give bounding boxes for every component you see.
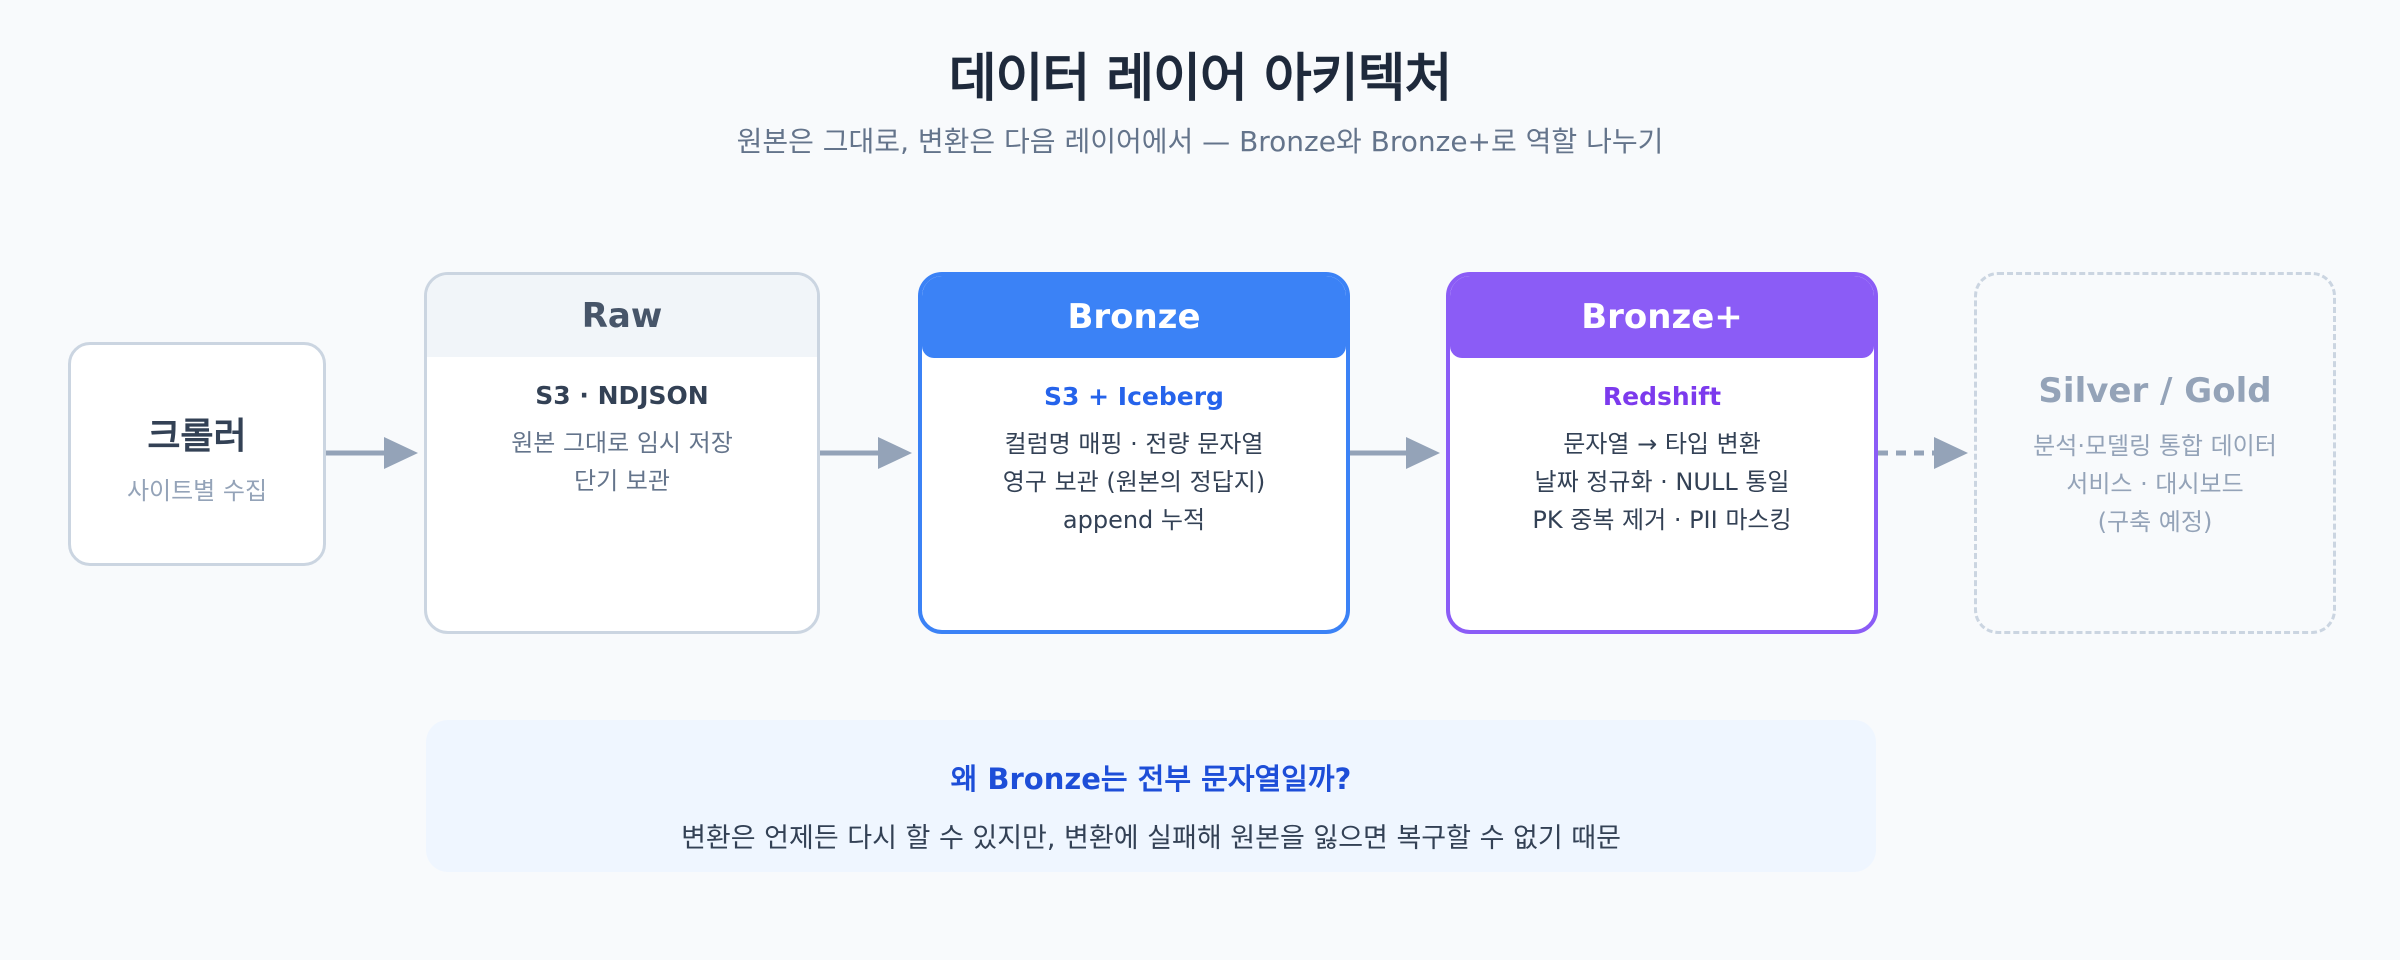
- bronze-layer-line: append 누적: [1062, 506, 1206, 534]
- raw-layer-line: 단기 보관: [574, 467, 670, 495]
- bronze-plus-layer-line: 날짜 정규화 · NULL 통일: [1534, 468, 1790, 496]
- page-title: 데이터 레이어 아키텍처: [948, 49, 1453, 109]
- bronze-layer-tech: S3 + Iceberg: [1044, 382, 1224, 411]
- note-question: 왜 Bronze는 전부 문자열일까?: [950, 762, 1352, 796]
- crawler-title: 크롤러: [147, 416, 247, 457]
- raw-layer-title: Raw: [427, 275, 817, 357]
- silver-gold-layer-line: 서비스 · 대시보드: [2066, 470, 2244, 498]
- silver-gold-layer-node: Silver / Gold 분석·모델링 통합 데이터 서비스 · 대시보드 (…: [1974, 272, 2336, 634]
- bronze-plus-layer-tech: Redshift: [1602, 382, 1722, 411]
- bronze-plus-layer-node: Bronze+ Redshift 문자열 → 타입 변환 날짜 정규화 · NU…: [1446, 272, 1878, 634]
- note-answer: 변환은 언제든 다시 할 수 있지만, 변환에 실패해 원본을 잃으면 복구할 …: [681, 823, 1621, 854]
- bronze-plus-layer-line: 문자열 → 타입 변환: [1563, 430, 1761, 458]
- arrow-raw-to-bronze-head: [878, 437, 912, 469]
- bronze-plus-layer-line: PK 중복 제거 · PII 마스킹: [1532, 506, 1792, 534]
- arrow-crawler-to-raw-head: [384, 437, 418, 469]
- bronze-layer-node: Bronze S3 + Iceberg 컬럼명 매핑 · 전량 문자열 영구 보…: [918, 272, 1350, 634]
- explanation-note: 왜 Bronze는 전부 문자열일까? 변환은 언제든 다시 할 수 있지만, …: [426, 720, 1876, 872]
- arrow-bronze-plus-to-silver-head: [1934, 437, 1968, 469]
- raw-layer-tech: S3 · NDJSON: [535, 381, 709, 410]
- silver-gold-layer-line: 분석·모델링 통합 데이터: [2033, 432, 2277, 460]
- raw-layer-node: Raw S3 · NDJSON 원본 그대로 임시 저장 단기 보관: [424, 272, 820, 634]
- arrow-bronze-to-bronze-plus-head: [1406, 437, 1440, 469]
- crawler-node: 크롤러 사이트별 수집: [68, 342, 326, 566]
- silver-gold-layer-title: Silver / Gold: [2038, 371, 2272, 411]
- bronze-layer-line: 영구 보관 (원본의 정답지): [1002, 468, 1266, 496]
- bronze-plus-layer-title: Bronze+: [1450, 276, 1874, 358]
- silver-gold-layer-line: (구축 예정): [2097, 508, 2213, 536]
- page-subtitle: 원본은 그대로, 변환은 다음 레이어에서 — Bronze와 Bronze+로…: [736, 125, 1664, 158]
- bronze-layer-title: Bronze: [922, 276, 1346, 358]
- bronze-layer-line: 컬럼명 매핑 · 전량 문자열: [1004, 430, 1264, 458]
- crawler-desc: 사이트별 수집: [126, 477, 268, 505]
- raw-layer-line: 원본 그대로 임시 저장: [511, 429, 733, 457]
